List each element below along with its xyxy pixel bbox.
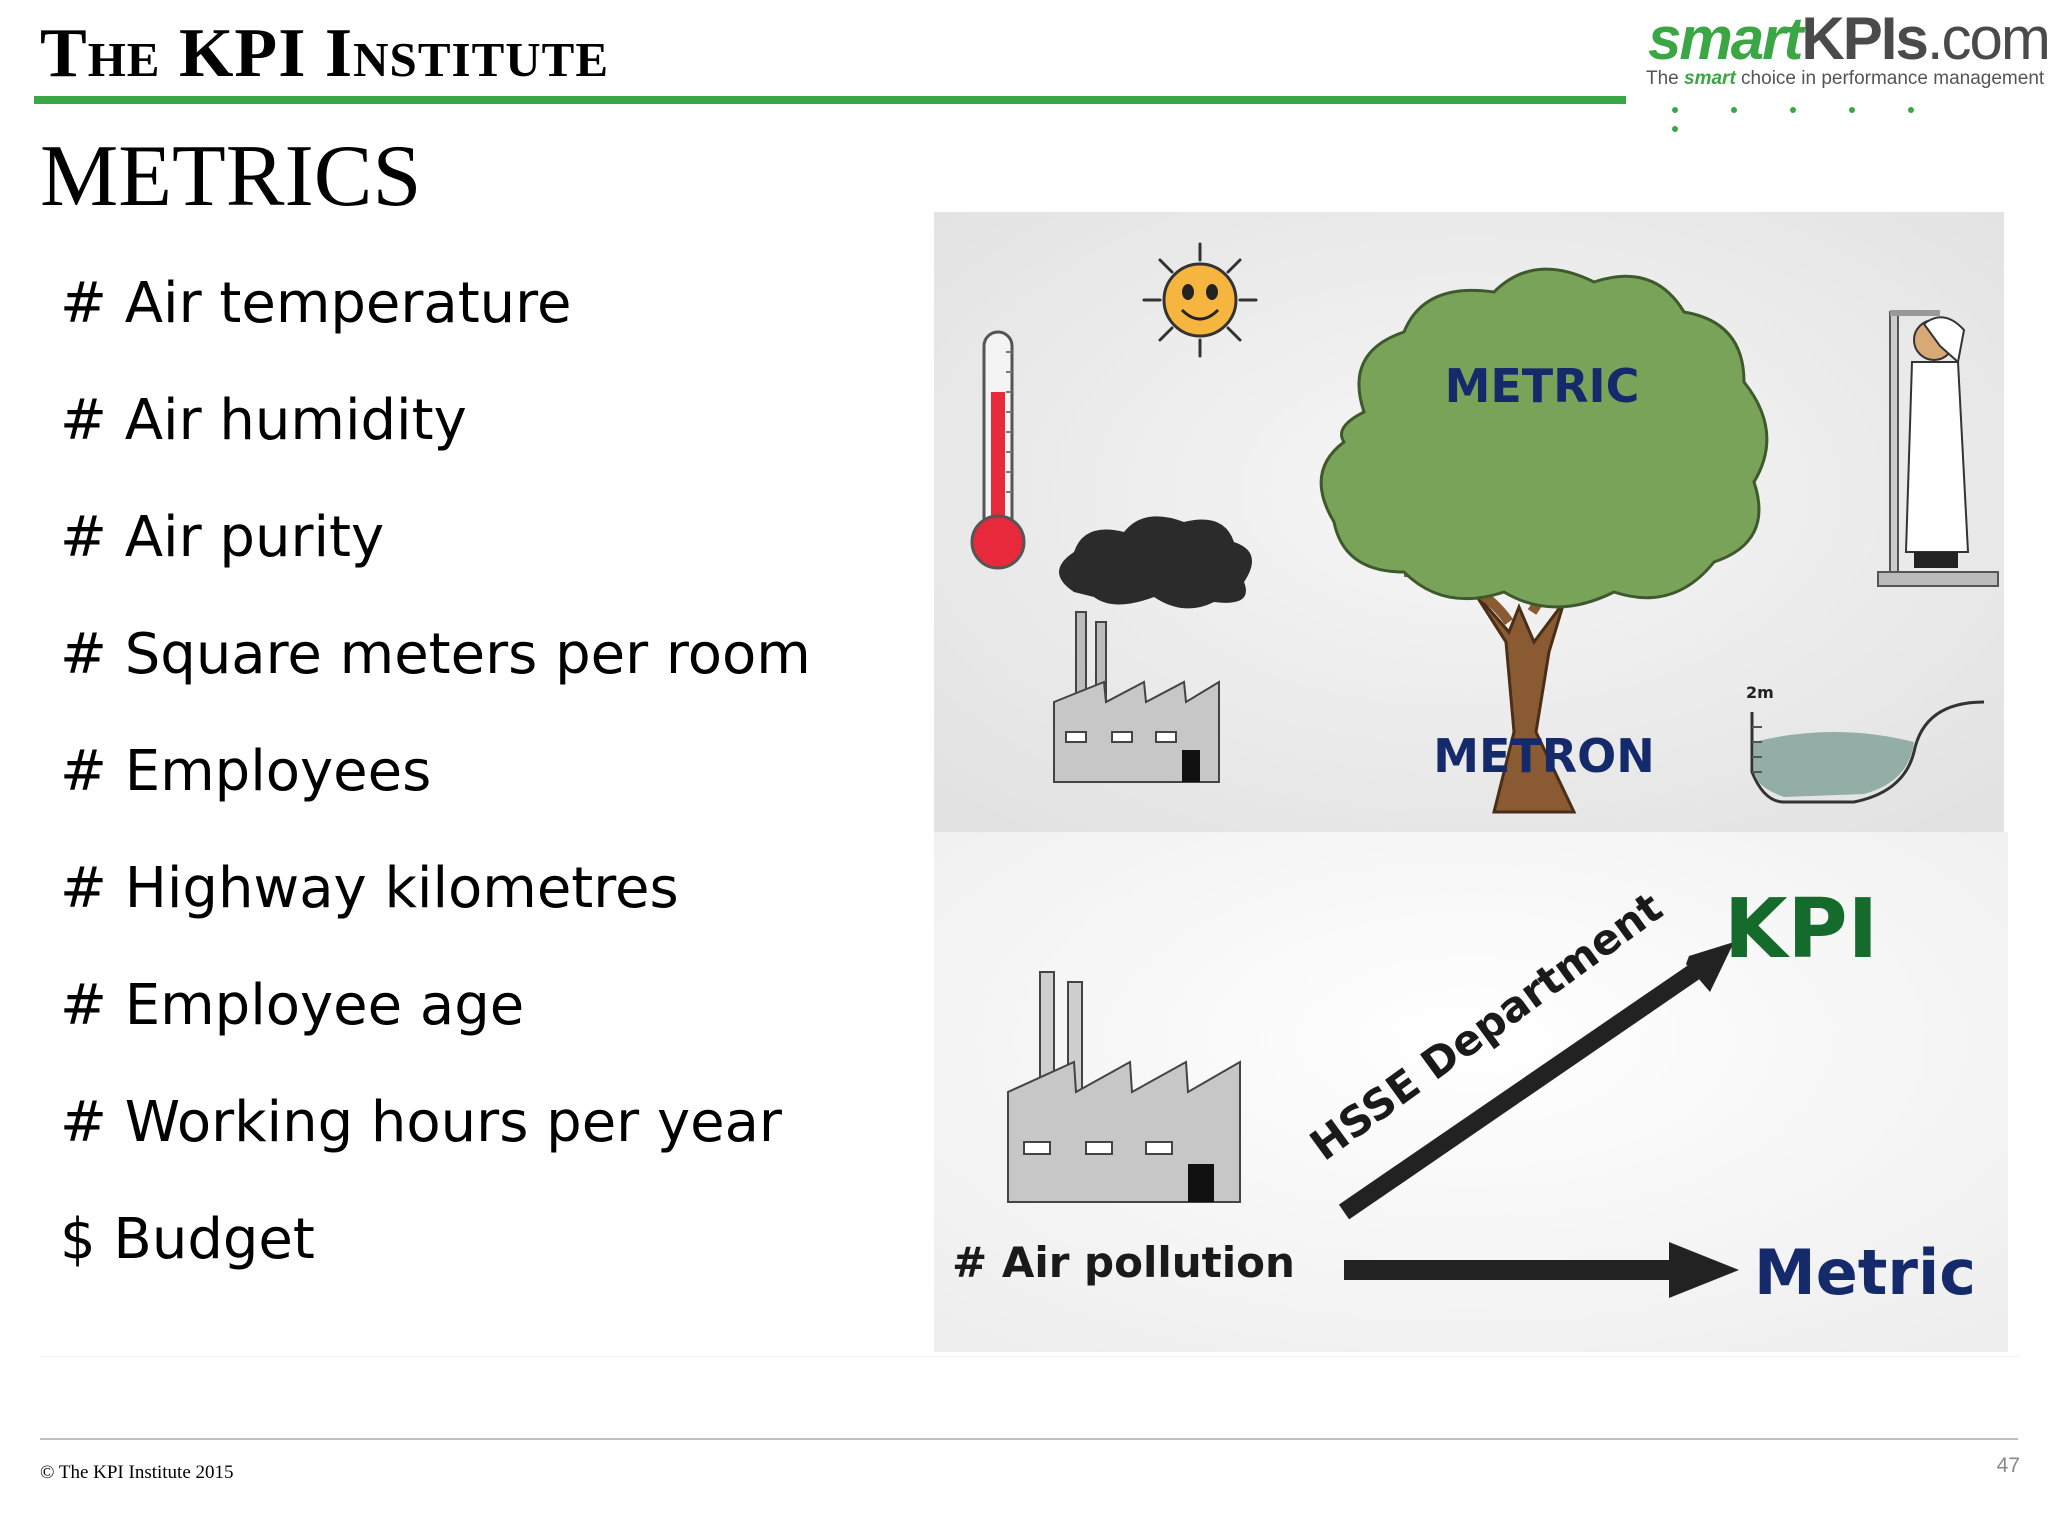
tagline-em: smart — [1684, 68, 1736, 89]
page-number: 47 — [1996, 1454, 2020, 1477]
metric-item: # Air purity — [60, 505, 385, 570]
metric-item: # Employees — [60, 739, 432, 804]
logo-kpis: KPIs — [1801, 5, 1928, 72]
footer-faint-rule — [40, 1356, 2018, 1357]
tree-icon — [1319, 267, 1769, 814]
logo-dots — [1672, 98, 2012, 132]
air-pollution-label: # Air pollution — [952, 1238, 1295, 1287]
metric-item: # Air humidity — [60, 388, 467, 453]
page-title: METRICS — [40, 128, 422, 225]
factory-smoke-icon — [1053, 516, 1252, 783]
metric-item: # Square meters per room — [60, 622, 811, 687]
metric-item: # Working hours per year — [60, 1090, 782, 1155]
height-measure-icon — [1877, 310, 1999, 587]
metric-item: # Air temperature — [60, 271, 572, 336]
sun-icon — [1142, 242, 1258, 358]
tree-root-label: METRON — [1433, 729, 1655, 783]
metric-item: $ Budget — [60, 1207, 315, 1272]
metric-item: # Employee age — [60, 973, 525, 1038]
tagline-prefix: The — [1646, 68, 1685, 89]
kpi-label: KPI — [1724, 882, 1878, 977]
factory-icon — [1007, 971, 1241, 1203]
logo-tagline: The smart choice in performance manageme… — [1646, 68, 2044, 90]
metric-label: Metric — [1754, 1236, 1976, 1309]
arrow-to-kpi — [1338, 942, 1734, 1220]
thermometer-icon — [970, 330, 1026, 570]
tree-top-label: METRIC — [1445, 359, 1640, 413]
brand-title: The KPI Institute — [40, 15, 609, 92]
pool-depth-icon — [1750, 700, 1985, 804]
metric-list: # Air temperature # Air humidity # Air p… — [60, 262, 920, 1315]
arrow-to-metric — [1344, 1242, 1739, 1298]
logo-com: .com — [1926, 5, 2048, 72]
pool-depth-label: 2m — [1746, 683, 1774, 702]
logo-smart: smart — [1648, 5, 1803, 72]
metric-illustration: METRIC METRON 2m — [934, 212, 2008, 1352]
footer-copyright: © The KPI Institute 2015 — [40, 1462, 234, 1483]
tagline-suffix: choice in performance management — [1735, 68, 2045, 89]
smartkpis-logo: smartKPIs.com — [1648, 4, 2048, 73]
metric-item: # Highway kilometres — [60, 856, 679, 921]
footer-rule — [40, 1438, 2018, 1440]
header-rule — [34, 96, 1626, 104]
